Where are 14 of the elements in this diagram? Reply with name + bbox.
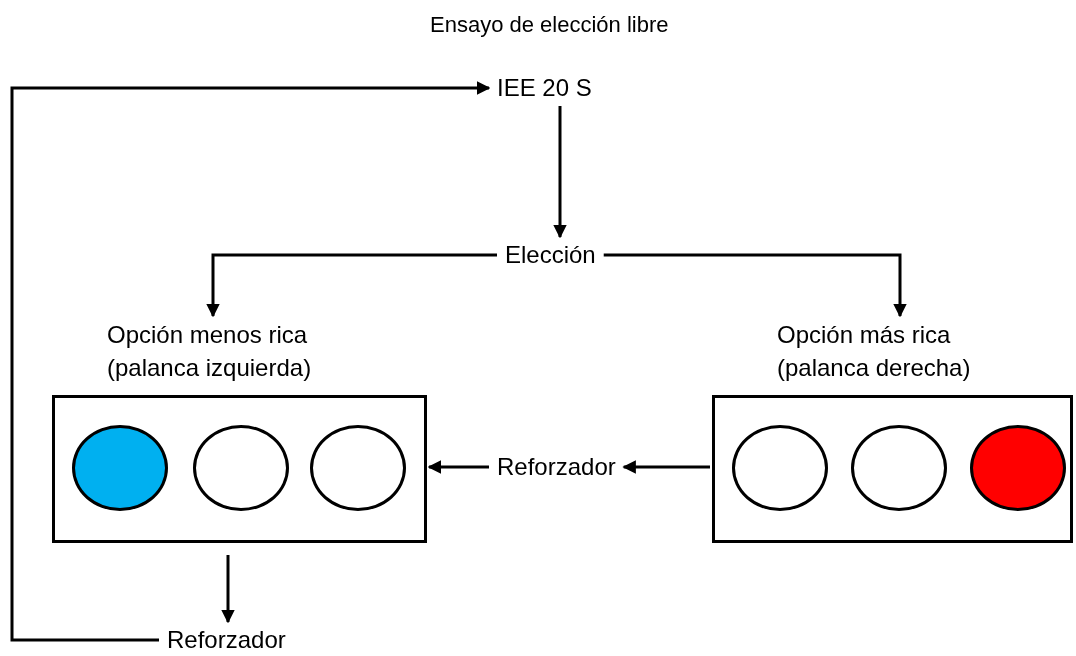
option-heading: Opción menos rica (palanca izquierda) [107, 320, 313, 383]
arrow [622, 460, 710, 474]
arrow [427, 460, 489, 474]
arrow [553, 106, 567, 239]
step-label: Reforzador [491, 451, 622, 483]
arrow [221, 555, 235, 624]
diagram-title: Ensayo de elección libre [430, 11, 669, 39]
arrow [603, 253, 907, 318]
option-heading: Opción más rica (palanca derecha) [777, 320, 972, 383]
step-label: IEE 20 S [491, 72, 598, 104]
step-label: Elección [499, 239, 602, 271]
arrow [10, 81, 491, 642]
arrow [206, 253, 497, 318]
step-label: Reforzador [161, 624, 292, 656]
